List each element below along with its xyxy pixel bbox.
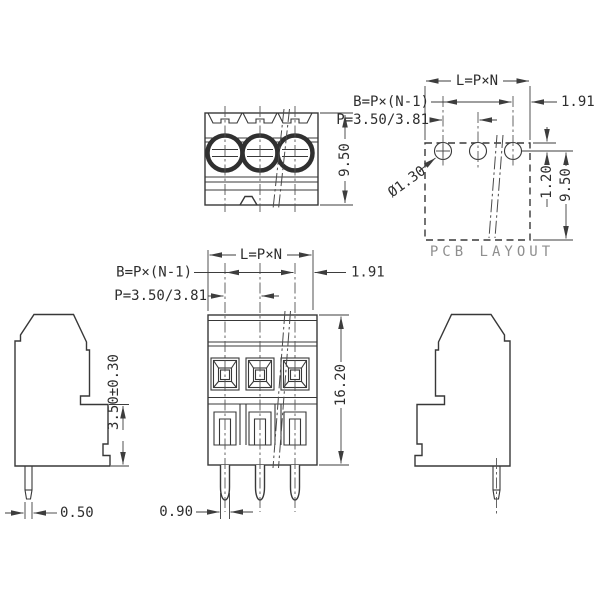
pcb-pitch-label: P=3.50/3.81 bbox=[336, 112, 429, 128]
front-pin-width-label: 0.90 bbox=[159, 504, 193, 520]
pcb-hole-offset-label: 1.20 bbox=[539, 165, 555, 199]
front-span-label: B=P×(N-1) bbox=[116, 265, 192, 281]
front-pin-width-dimension: 0.90 bbox=[159, 493, 253, 520]
left-side-view: 3.50±0.30 0.50 bbox=[5, 313, 129, 521]
pcb-length-label: L=P×N bbox=[456, 73, 498, 89]
top-view: 9.50 bbox=[204, 106, 353, 212]
front-edge-dimension: 1.91 bbox=[314, 265, 385, 281]
pcb-edge-dimension: 1.91 bbox=[531, 94, 595, 110]
front-pitch-dimension: P=3.50/3.81 bbox=[114, 288, 279, 304]
side-pin-thickness-dimension: 0.50 bbox=[5, 502, 94, 521]
top-view-depth-dimension: 9.50 bbox=[320, 112, 353, 206]
pcb-hole-diameter-callout: Ø1.30 bbox=[385, 157, 436, 201]
pcb-depth-label: 9.50 bbox=[558, 168, 574, 202]
pcb-pitch-dimension: P=3.50/3.81 bbox=[336, 112, 497, 128]
front-view: L=P×N B=P×(N-1) 1.91 P=3.50/3.81 16.20 bbox=[114, 247, 384, 520]
front-length-dimension: L=P×N bbox=[207, 247, 314, 311]
side-pin-thickness-label: 0.50 bbox=[60, 505, 94, 521]
pcb-hole-diameter-label: Ø1.30 bbox=[385, 163, 429, 201]
pcb-depth-dimension: 9.50 bbox=[533, 152, 574, 241]
top-view-depth-label: 9.50 bbox=[337, 143, 353, 177]
side-solder-height-dimension: 3.50±0.30 bbox=[106, 354, 129, 467]
side-solder-height-label: 3.50±0.30 bbox=[106, 354, 122, 430]
pcb-span-dimension: B=P×(N-1) bbox=[353, 94, 512, 110]
pcb-span-label: B=P×(N-1) bbox=[353, 94, 429, 110]
pcb-edge-label: 1.91 bbox=[561, 94, 595, 110]
pcb-length-dimension: L=P×N bbox=[424, 73, 531, 140]
front-pitch-label: P=3.50/3.81 bbox=[114, 288, 207, 304]
right-side-view bbox=[414, 313, 511, 514]
front-span-dimension: B=P×(N-1) bbox=[116, 265, 294, 281]
pcb-layout-caption: PCB LAYOUT bbox=[430, 244, 554, 260]
front-edge-label: 1.91 bbox=[351, 265, 385, 281]
lower-slots bbox=[213, 404, 307, 446]
front-height-label: 16.20 bbox=[333, 364, 349, 406]
front-height-dimension: 16.20 bbox=[319, 314, 349, 466]
pcb-layout-view: L=P×N B=P×(N-1) 1.91 P=3.50/3.81 Ø1.30 bbox=[336, 73, 594, 260]
pcb-hole-offset-dimension: 1.20 bbox=[522, 127, 573, 207]
front-length-label: L=P×N bbox=[240, 247, 282, 263]
